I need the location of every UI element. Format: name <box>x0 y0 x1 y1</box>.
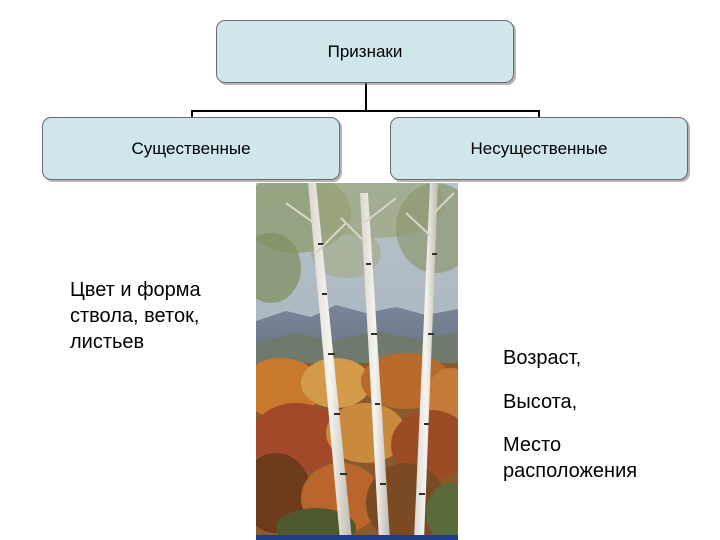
essential-features-text: Цвет и форма ствола, веток, листьев <box>70 279 201 353</box>
essential-node-label: Существенные <box>131 138 251 158</box>
connector-vertical <box>365 83 367 111</box>
nonessential-node-label: Несущественные <box>470 138 608 158</box>
root-node: Признаки <box>216 20 514 83</box>
nonessential-item-age: Возраст, <box>503 347 582 369</box>
connector-right-drop <box>538 110 540 118</box>
connector-left-drop <box>191 110 193 118</box>
birch-trees-photo <box>256 183 458 540</box>
connector-horizontal <box>191 110 540 112</box>
essential-node: Существенные <box>42 117 340 180</box>
nonessential-item-height: Высота, <box>503 391 578 413</box>
nonessential-item-location: Место расположения <box>503 434 638 482</box>
nonessential-node: Несущественные <box>390 117 688 180</box>
root-node-label: Признаки <box>327 41 403 61</box>
